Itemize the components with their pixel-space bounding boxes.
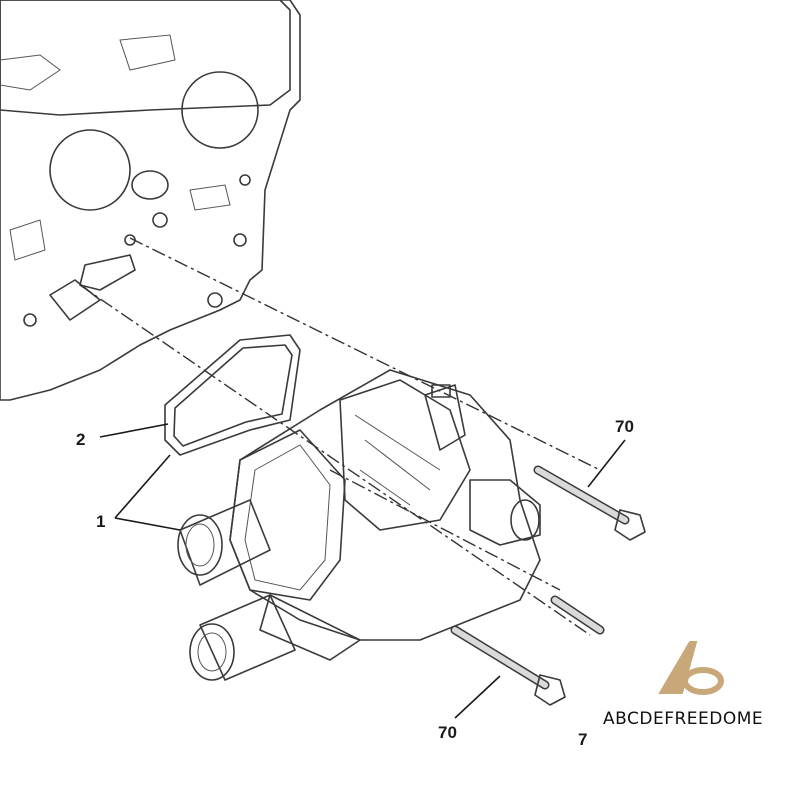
leader-lines (99, 423, 626, 719)
alignment-line (129, 237, 601, 471)
engine-bolt-hole (233, 233, 247, 247)
engine-detail (119, 34, 176, 71)
alignment-line (329, 469, 561, 591)
side-outlet-opening (510, 499, 540, 541)
engine-passage-lower (49, 279, 101, 321)
engine-bolt-hole (239, 174, 251, 186)
housing-body (229, 369, 541, 641)
engine-detail (9, 219, 46, 261)
sensor-plug (431, 384, 451, 398)
engine-bolt-hole (23, 313, 37, 327)
watermark-logo-ring (682, 667, 724, 695)
watermark-brand-text: ABCDEFREEDOME (603, 709, 763, 729)
housing-lower-boss (259, 594, 361, 661)
sensor-connector (424, 384, 466, 451)
bolt-shank-fill (535, 467, 628, 523)
bolt-head (534, 674, 566, 706)
gasket-outer (164, 334, 301, 456)
engine-bore-left (49, 129, 131, 211)
callout-bolt-cropped: 7 (578, 730, 587, 749)
thermostat-housing (177, 369, 541, 681)
bolt-cropped (550, 595, 605, 635)
leader-housing-a (114, 454, 171, 519)
watermark-background (590, 640, 800, 800)
engine-block-outline (0, 0, 301, 401)
engine-bolt-hole (207, 292, 223, 308)
leader-bolt-lower (454, 675, 501, 719)
engine-bolt-hole (152, 212, 168, 228)
bolt-shank-fill (452, 627, 548, 688)
engine-port (131, 170, 169, 200)
bolt-shank-fill (552, 597, 603, 633)
inlet-pipe-upper-opening (177, 514, 223, 576)
leader-housing-b (114, 517, 181, 531)
bolt-head (614, 509, 646, 541)
housing-cover (339, 379, 471, 531)
engine-detail (189, 184, 231, 211)
watermark: ABCDEFREEDOME (603, 641, 763, 729)
engine-block-upper-deck (0, 0, 291, 116)
engine-passage (79, 254, 136, 291)
callout-thermostat-housing: 1 (96, 512, 105, 531)
leader-gasket (99, 423, 169, 438)
callout-gasket: 2 (76, 430, 85, 449)
callout-bolt-upper: 70 (615, 417, 634, 436)
engine-bore-right (181, 71, 259, 149)
inlet-pipe-lower-bore (197, 632, 227, 672)
side-outlet (469, 479, 541, 546)
housing-ribs (354, 414, 441, 506)
housing-flange (229, 429, 346, 601)
engine-block (0, 0, 301, 401)
inlet-pipe-lower-opening (189, 623, 235, 681)
gasket-inner (173, 344, 293, 447)
housing-flange-inner (244, 444, 331, 591)
inlet-pipe-lower (199, 594, 296, 681)
leader-bolt-upper (587, 439, 626, 488)
inlet-pipe-upper-bore (185, 523, 215, 567)
alignment-line (79, 284, 591, 636)
alignment-lines (79, 237, 601, 636)
callout-bolt-lower: 70 (438, 723, 457, 742)
inlet-pipe-upper (179, 499, 271, 586)
engine-detail (0, 54, 61, 91)
gasket (164, 334, 301, 456)
bolt-upper (533, 465, 646, 541)
bolt-lower (450, 625, 566, 706)
